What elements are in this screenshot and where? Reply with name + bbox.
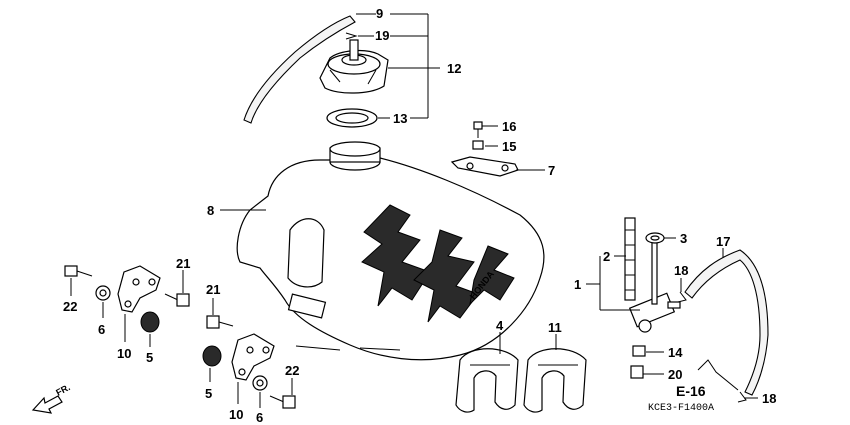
collar-left-upper (95, 285, 111, 301)
hose-clip-lower (737, 391, 747, 403)
part-label-6-right: 6 (256, 410, 263, 425)
fuel-hose (684, 249, 769, 396)
part-label-22-right: 22 (285, 363, 299, 378)
part-label-8: 8 (207, 203, 214, 218)
tank-pad-right (523, 348, 587, 413)
part-label-20: 20 (668, 367, 682, 382)
hose-clip-upper (677, 291, 687, 303)
breather-clip (345, 32, 358, 40)
section-reference: E-16 (676, 383, 706, 399)
part-labels: 9 19 12 13 16 15 7 8 3 17 2 18 1 14 20 1… (63, 6, 776, 425)
part-label-13: 13 (393, 111, 407, 126)
part-label-16: 16 (502, 119, 516, 134)
part-label-12: 12 (447, 61, 461, 76)
part-label-11: 11 (548, 320, 562, 335)
valve-o-ring (645, 232, 665, 244)
part-label-18-lower: 18 (762, 391, 776, 406)
drain-bolt (630, 365, 644, 379)
part-label-21-left: 21 (176, 256, 190, 271)
part-label-4: 4 (496, 318, 504, 333)
part-label-1: 1 (574, 277, 581, 292)
fuel-filler-cap (319, 39, 389, 94)
part-label-6-left: 6 (98, 322, 105, 337)
mount-bolt-left-upper (64, 265, 93, 277)
rubber-grommet-left-lower (202, 345, 222, 367)
part-label-9: 9 (376, 6, 383, 21)
fuel-valve (628, 239, 681, 333)
mount-bolt-left-lower (206, 315, 234, 329)
part-label-21-right: 21 (206, 282, 220, 297)
front-arrow-icon (31, 395, 63, 414)
front-marker-text: FR. (54, 382, 71, 398)
mount-bracket-left-lower (231, 333, 275, 381)
tank-bracket (450, 156, 519, 177)
part-label-14: 14 (668, 345, 683, 360)
mount-bolt-right-upper (164, 293, 190, 307)
part-label-5-left: 5 (146, 350, 153, 365)
part-label-3: 3 (680, 231, 687, 246)
fuel-strainer (624, 217, 636, 301)
part-label-15: 15 (502, 139, 516, 154)
mount-bolt-right-lower (269, 395, 296, 409)
part-label-18-upper: 18 (674, 263, 688, 278)
leader-lines (70, 13, 758, 408)
drain-washer (632, 345, 646, 357)
part-label-7: 7 (548, 163, 555, 178)
fuel-tank: HONDA (236, 141, 545, 361)
part-label-2: 2 (603, 249, 610, 264)
part-label-5-right: 5 (205, 386, 212, 401)
part-label-22-left: 22 (63, 299, 77, 314)
filler-cap-gasket (326, 108, 378, 128)
part-label-19: 19 (375, 28, 389, 43)
part-label-10-left: 10 (117, 346, 131, 361)
collar-right-lower (252, 375, 268, 391)
part-label-17: 17 (716, 234, 730, 249)
mount-bracket-left-upper (117, 265, 161, 313)
diagram-code: KCE3-F1400A (648, 403, 714, 414)
part-label-10-right: 10 (229, 407, 243, 422)
tank-pad-left (455, 348, 519, 413)
mounting-bolt (473, 121, 483, 138)
rubber-grommet-left-upper (140, 311, 160, 333)
breather-hose (243, 15, 356, 124)
front-direction-marker: FR. (31, 382, 72, 414)
collar (472, 140, 484, 150)
